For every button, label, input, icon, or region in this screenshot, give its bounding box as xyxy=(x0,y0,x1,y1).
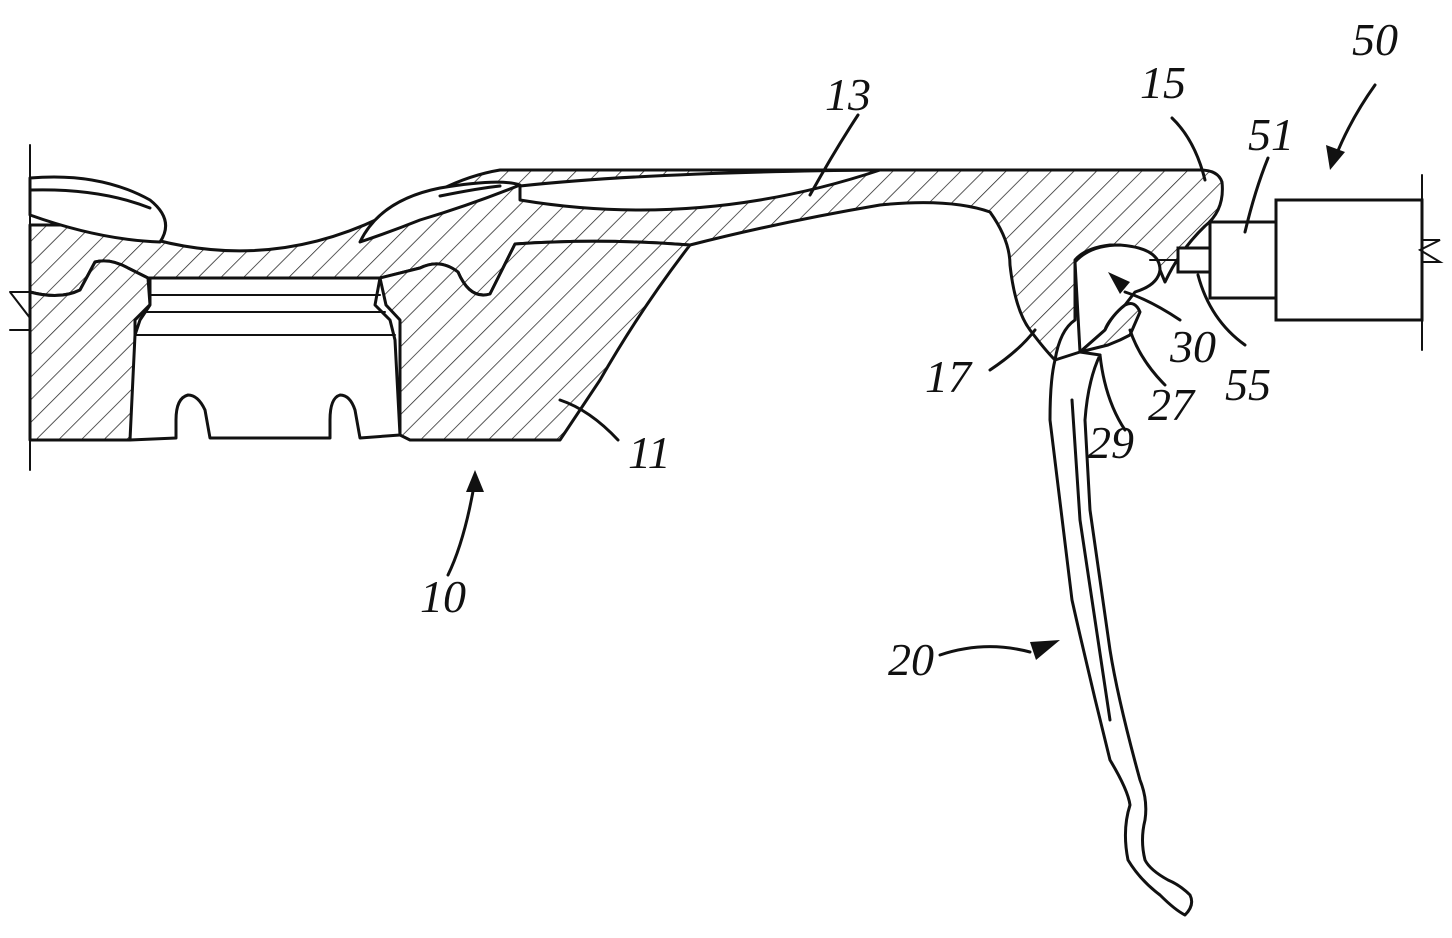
label-51: 51 xyxy=(1248,109,1294,160)
leader-10 xyxy=(448,480,475,575)
label-55: 55 xyxy=(1225,359,1271,410)
label-13: 13 xyxy=(825,69,871,120)
label-11: 11 xyxy=(628,427,671,478)
bore-void xyxy=(130,278,400,440)
label-30: 30 xyxy=(1169,321,1216,372)
label-50: 50 xyxy=(1352,14,1398,65)
label-10: 10 xyxy=(420,571,466,622)
arrowhead-10 xyxy=(466,470,484,492)
label-15: 15 xyxy=(1140,57,1186,108)
left-break-lines xyxy=(10,145,30,470)
arrowhead-50 xyxy=(1326,145,1345,170)
label-27: 27 xyxy=(1148,379,1196,430)
actuator-housing xyxy=(1276,200,1422,320)
label-29: 29 xyxy=(1088,417,1134,468)
label-20: 20 xyxy=(888,634,934,685)
leader-50 xyxy=(1335,85,1375,158)
actuator-55 xyxy=(1178,248,1210,272)
label-17: 17 xyxy=(925,351,973,402)
leader-20 xyxy=(940,647,1030,655)
actuator-51 xyxy=(1210,222,1276,298)
leader-27 xyxy=(1130,330,1165,385)
arrowhead-20 xyxy=(1030,640,1060,660)
leader-17 xyxy=(990,330,1035,370)
